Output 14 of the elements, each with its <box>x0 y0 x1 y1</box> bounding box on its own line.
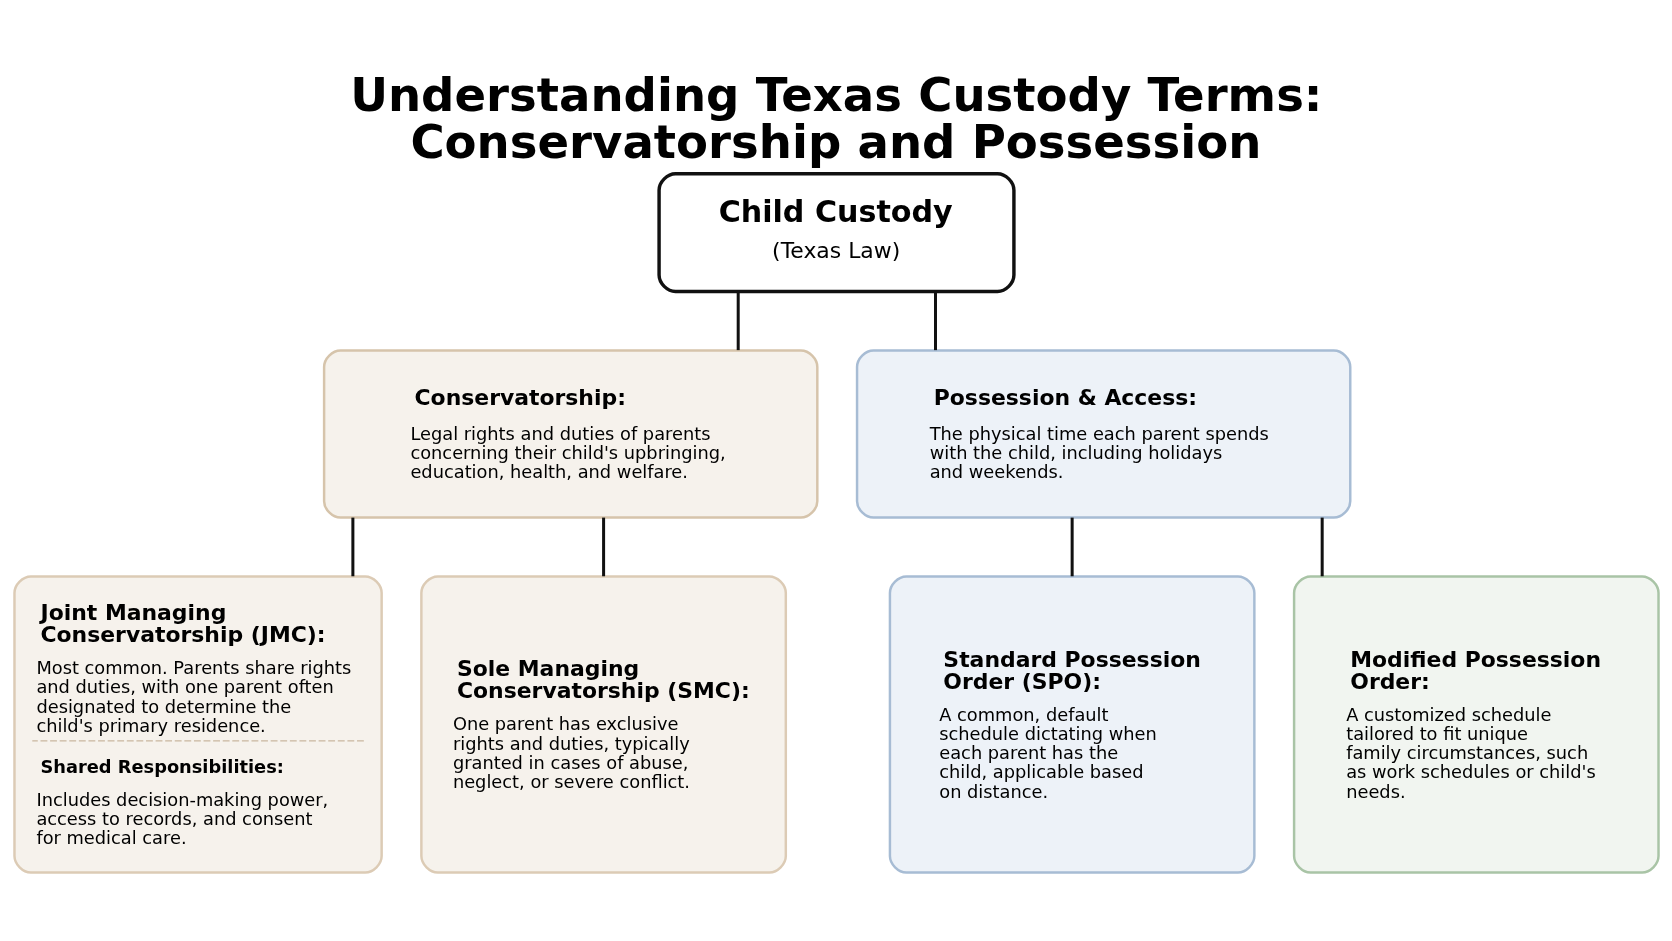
connector <box>736 291 740 350</box>
connector <box>1070 517 1074 576</box>
connector <box>1320 517 1324 576</box>
connector <box>350 517 354 576</box>
diagram-title: Understanding Texas Custody Terms: Conservatorship and Possession <box>349 67 1323 169</box>
node-box: Child Custody (Texas Law) <box>656 171 1016 293</box>
node-box: Possession & Access: The physical time each parent spends with the child, including holidays and weekends. <box>855 348 1351 519</box>
node-box: Sole Managing Conservatorship (SMC): One parent has exclusive rights and duties, typically granted in cases of abuse, neglect, or severe conflict. <box>419 574 787 874</box>
connector <box>601 517 605 576</box>
node-box: Joint Managing Conservatorship (JMC): Most common. Parents share rights and duties, with one parent often designated to determine the child's primary residence. Shared Responsibilities: Includes decision-making power, access to records, and consent for medical care. <box>12 574 383 874</box>
node-box: Modified Possession Order: A customized schedule tailored to fit unique family circumstances, such as work schedules or child's needs. <box>1292 574 1660 874</box>
connector <box>933 291 937 350</box>
node-box: Conservatorship: Legal rights and duties of parents concerning their child's upbringing, education, health, and welfare. <box>322 348 819 519</box>
node-box: Standard Possession Order (SPO): A common, default schedule dictating when each parent has the child, applicable based on distance. <box>888 574 1256 874</box>
